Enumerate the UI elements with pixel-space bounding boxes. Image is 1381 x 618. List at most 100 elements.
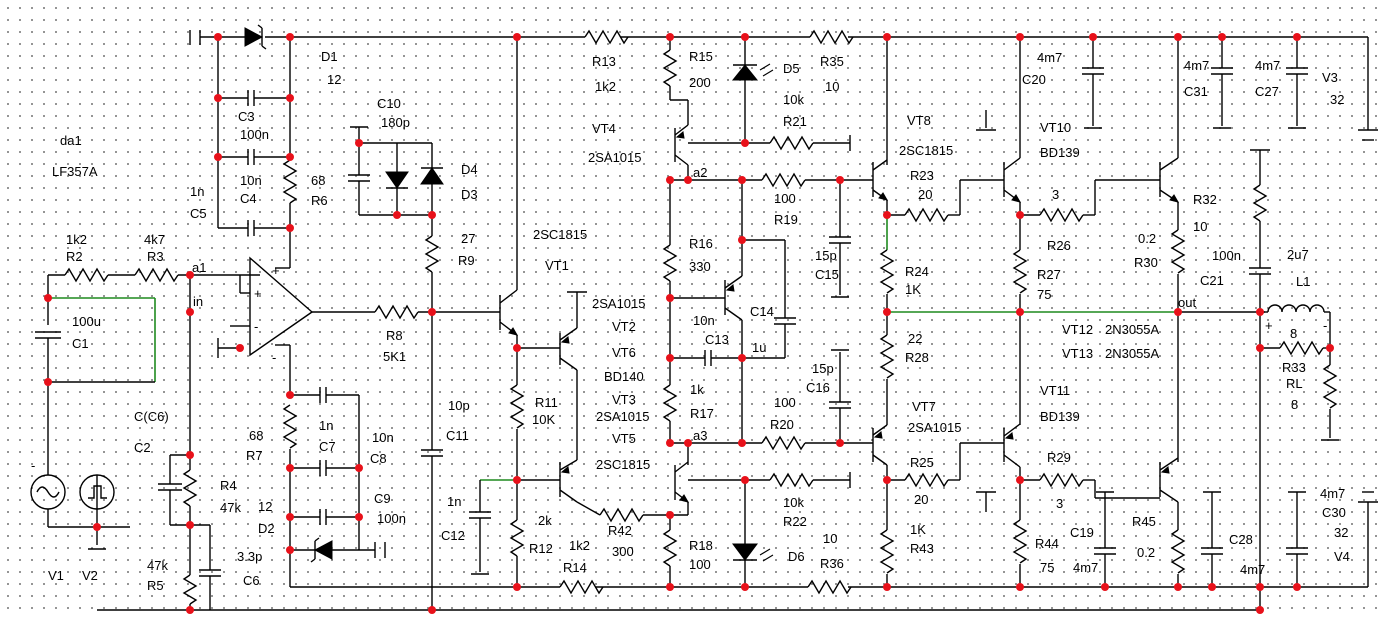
label-r24-value: 1K [905, 282, 921, 297]
label-r5-value: 47k [147, 558, 168, 573]
clamp-network [348, 126, 444, 610]
label-c30: C30 [1322, 505, 1346, 520]
label-vt8: VT8 [907, 113, 931, 128]
label-vt12: VT12 [1062, 322, 1093, 337]
label-v4: V4 [1334, 549, 1350, 564]
label-c-c6: C(C6) [134, 409, 169, 424]
label-vt11-model: BD139 [1040, 409, 1080, 424]
label-r21-value: 10k [783, 92, 804, 107]
label-r7: R7 [246, 448, 263, 463]
label-r3: R3 [147, 249, 164, 264]
label-v1: V1 [48, 568, 64, 583]
label-c20: C20 [1022, 72, 1046, 87]
node-a2: a2 [693, 165, 707, 180]
label-r13-value: 1k2 [595, 79, 616, 94]
label-c12-value: 1n [447, 494, 461, 509]
label-r13: R13 [592, 54, 616, 69]
label-vt10-model: BD139 [1040, 145, 1080, 160]
label-vt8-model: 2SC1815 [899, 143, 953, 158]
label-r36-value: 10 [823, 531, 837, 546]
label-r16: R16 [689, 236, 713, 251]
label-c30-value: 4m7 [1320, 486, 1345, 501]
label-r44: R44 [1035, 536, 1059, 551]
lower-feedback-network [282, 387, 386, 587]
power-rails [97, 36, 1369, 611]
label-r5: R5 [147, 578, 164, 593]
label-r30: R30 [1134, 255, 1158, 270]
label-r32-value: 10 [1193, 219, 1207, 234]
label-r43-value: 1K [910, 522, 926, 537]
label-r42: R42 [608, 523, 632, 538]
label-r4: R4 [220, 478, 237, 493]
label-c7-value: 1n [319, 418, 333, 433]
label-v4-value: 32 [1334, 525, 1348, 540]
label-r44-value: 75 [1040, 560, 1054, 575]
label-c11: C11 [446, 428, 469, 443]
label-vt2: VT2 [612, 319, 636, 334]
label-vt1-model: 2SC1815 [533, 227, 587, 242]
label-c4: C4 [240, 191, 257, 206]
label-v1-plus: - [31, 458, 35, 473]
label-r25-value: 20 [914, 492, 928, 507]
label-rl: RL [1286, 376, 1303, 391]
label-c21-value: 100n [1212, 248, 1241, 263]
label-c15-value: 15p [815, 248, 837, 263]
label-vt5-model: 2SC1815 [596, 457, 650, 472]
label-r28: R28 [905, 350, 929, 365]
label-vt2-model: 2SA1015 [592, 296, 646, 311]
label-rl-minus: - [1323, 318, 1327, 333]
label-d4: D4 [461, 162, 478, 177]
label-r33: R33 [1282, 360, 1306, 375]
label-vt4-model: 2SA1015 [588, 150, 642, 165]
label-r8-value: 5K1 [383, 349, 406, 364]
label-vt11: VT11 [1040, 383, 1070, 398]
label-r12-value: 2k [538, 513, 552, 528]
label-vt10: VT10 [1040, 120, 1071, 135]
label-c6-value: 3.3p [237, 549, 262, 564]
opamp-in-plus: + [254, 286, 262, 301]
label-r4-value: 47k [220, 500, 241, 515]
label-v2: V2 [82, 568, 98, 583]
label-r18-value: 100 [689, 557, 711, 572]
label-c31: C31 [1184, 84, 1208, 99]
output-stage [887, 37, 1378, 610]
label-c9-value: 100n [377, 511, 406, 526]
label-rl-plus: + [1265, 318, 1273, 333]
label-r30-value: 0.2 [1138, 231, 1156, 246]
label-r22-value: 10k [783, 495, 804, 510]
label-vt6-model: BD140 [604, 369, 644, 384]
label-r26-value: 3 [1052, 187, 1059, 202]
label-c20-value: 4m7 [1037, 50, 1062, 65]
label-c16-value: 15p [812, 361, 834, 376]
label-vt4: VT4 [592, 121, 616, 136]
label-vt3: VT3 [612, 392, 636, 407]
label-c27-value: 4m7 [1255, 58, 1280, 73]
label-vt13: VT13 [1062, 346, 1093, 361]
label-c4-value: 10n [240, 173, 262, 188]
label-r2: R2 [66, 249, 83, 264]
label-r45-value: 0.2 [1137, 545, 1155, 560]
node-out: out [1178, 295, 1196, 310]
label-c19-value: 4m7 [1073, 560, 1098, 575]
label-c3: C3 [238, 109, 255, 124]
label-r6: R6 [311, 193, 328, 208]
label-r19-value: 100 [774, 191, 796, 206]
label-r32: R32 [1193, 192, 1217, 207]
label-r6-value: 68 [311, 173, 325, 188]
label-r9: R9 [458, 253, 475, 268]
label-vt7: VT7 [912, 399, 936, 414]
label-c6: C6 [243, 573, 260, 588]
driver-right [584, 29, 873, 595]
label-c11-value: 10p [448, 398, 470, 413]
node-a3: a3 [693, 428, 707, 443]
label-r27-value: 75 [1037, 287, 1051, 302]
label-c14: C14 [750, 304, 774, 319]
label-r2-value: 1k2 [66, 232, 87, 247]
label-c10-value: 180p [381, 115, 410, 130]
label-r19: R19 [774, 212, 798, 227]
opamp-in-minus: - [254, 319, 258, 334]
label-r22: R22 [783, 514, 807, 529]
label-r36: R36 [820, 556, 844, 571]
label-c8: C8 [370, 451, 387, 466]
